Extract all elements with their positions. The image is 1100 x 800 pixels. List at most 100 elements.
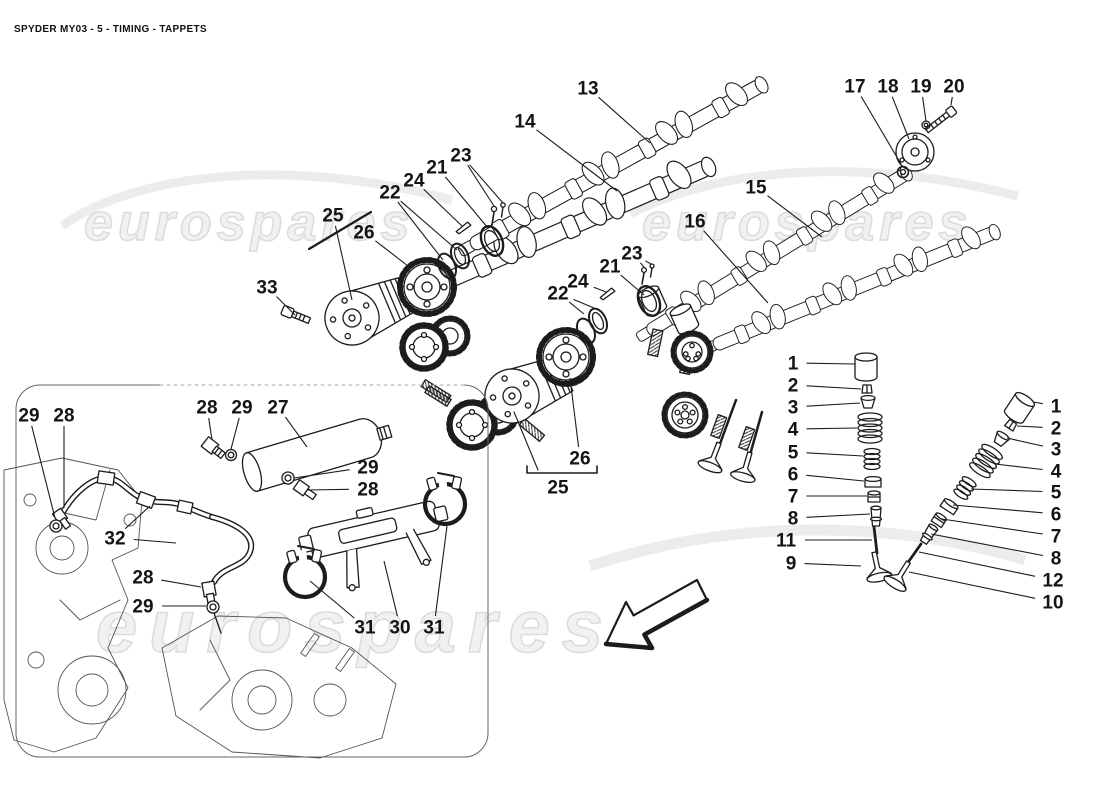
callout-28[interactable]: 28: [132, 568, 153, 589]
washer-29-reservoir: [281, 471, 295, 485]
callout-2[interactable]: 2: [788, 376, 799, 397]
leader-line-29: [230, 417, 240, 450]
leader-line-21: [620, 274, 645, 296]
key-24-left: [455, 221, 472, 235]
callout-7[interactable]: 7: [1051, 527, 1062, 548]
callout-29[interactable]: 29: [132, 597, 153, 618]
leader-line-4: [994, 463, 1043, 471]
leader-line-22: [568, 301, 585, 315]
callout-5[interactable]: 5: [788, 443, 799, 464]
callout-10[interactable]: 10: [1042, 593, 1063, 614]
callout-8[interactable]: 8: [1051, 549, 1062, 570]
callout-4[interactable]: 4: [1051, 462, 1062, 483]
callout-23[interactable]: 23: [450, 146, 471, 167]
callout-28[interactable]: 28: [53, 406, 74, 427]
callout-19[interactable]: 19: [910, 77, 931, 98]
callout-25[interactable]: 25: [547, 478, 569, 499]
swoosh-bottom: [588, 524, 1027, 572]
leader-line-17: [860, 96, 902, 165]
leader-line-23: [639, 262, 645, 268]
leader-line-22: [400, 200, 458, 251]
callout-23[interactable]: 23: [621, 244, 642, 265]
callout-33[interactable]: 33: [256, 278, 277, 299]
watermark-text: eurospares: [96, 585, 615, 668]
pipes-box: [15, 384, 489, 758]
callout-31[interactable]: 31: [423, 618, 445, 639]
callout-24[interactable]: 24: [567, 272, 589, 293]
callout-27[interactable]: 27: [267, 398, 288, 419]
valve-stack-right: [881, 389, 1037, 595]
callout-3[interactable]: 3: [1051, 440, 1062, 461]
callout-20[interactable]: 20: [943, 77, 964, 98]
cam-sprocket-right: [536, 327, 596, 387]
leader-line-14: [536, 129, 618, 192]
callout-32[interactable]: 32: [104, 529, 125, 550]
callout-12[interactable]: 12: [1042, 571, 1063, 592]
engine-block-sketch: [3, 457, 397, 759]
callout-9[interactable]: 9: [786, 554, 797, 575]
callout-4[interactable]: 4: [788, 420, 799, 441]
callout-7[interactable]: 7: [788, 487, 799, 508]
callout-18[interactable]: 18: [877, 77, 898, 98]
leader-line-19: [922, 96, 927, 122]
leader-line-5: [806, 452, 864, 457]
leader-line-8: [930, 533, 1044, 557]
leader-line-33: [276, 296, 296, 316]
leader-line-25: [334, 225, 353, 301]
callout-13[interactable]: 13: [577, 79, 598, 100]
leader-line-13: [598, 96, 651, 144]
callout-17[interactable]: 17: [844, 77, 865, 98]
leader-line-7: [941, 518, 1043, 535]
leader-line-24: [593, 286, 607, 293]
leader-line-23: [467, 165, 495, 207]
callout-21[interactable]: 21: [599, 257, 621, 278]
gear-cluster-left: [399, 315, 471, 372]
callout-3[interactable]: 3: [788, 398, 799, 419]
callout-14[interactable]: 14: [514, 112, 536, 133]
leader-line-12: [918, 551, 1036, 577]
callout-25[interactable]: 25: [322, 206, 344, 227]
callout-16[interactable]: 16: [684, 212, 705, 233]
key-24-right: [599, 287, 616, 301]
leader-line-16: [703, 230, 769, 304]
callout-1[interactable]: 1: [788, 354, 799, 375]
seal-rings-left: [436, 225, 505, 280]
callout-26[interactable]: 26: [353, 223, 374, 244]
callout-22[interactable]: 22: [379, 183, 400, 204]
callout-29[interactable]: 29: [357, 458, 378, 479]
callout-28[interactable]: 28: [196, 398, 217, 419]
callout-6[interactable]: 6: [1051, 505, 1062, 526]
callout-29[interactable]: 29: [18, 406, 39, 427]
callout-1[interactable]: 1: [1051, 397, 1062, 418]
callout-15[interactable]: 15: [745, 178, 767, 199]
callout-2[interactable]: 2: [1051, 419, 1062, 440]
direction-arrow: [603, 578, 710, 651]
bracket-30: [298, 500, 449, 592]
bolt-33: [280, 305, 312, 325]
callout-21[interactable]: 21: [426, 158, 448, 179]
callout-decorations: [307, 210, 598, 474]
swoosh-top-right: [627, 167, 1020, 218]
callout-30[interactable]: 30: [389, 618, 410, 639]
reservoir-27: [241, 418, 393, 492]
leader-line-31: [309, 580, 355, 619]
leader-line-31: [434, 525, 448, 617]
callout-26[interactable]: 26: [569, 449, 590, 470]
leader-line-1: [1032, 401, 1043, 405]
leader-line-1: [806, 362, 856, 365]
leader-line-27: [284, 416, 308, 448]
callout-29[interactable]: 29: [231, 398, 252, 419]
callout-8[interactable]: 8: [788, 509, 799, 530]
callout-6[interactable]: 6: [788, 465, 799, 486]
callout-31[interactable]: 31: [354, 618, 376, 639]
callout-24[interactable]: 24: [403, 171, 425, 192]
callout-5[interactable]: 5: [1051, 483, 1062, 504]
callout-11[interactable]: 11: [776, 531, 797, 552]
callout-22[interactable]: 22: [547, 284, 568, 305]
leader-line-15: [767, 195, 823, 238]
callout-28[interactable]: 28: [357, 480, 378, 501]
leader-line-6: [806, 474, 865, 482]
